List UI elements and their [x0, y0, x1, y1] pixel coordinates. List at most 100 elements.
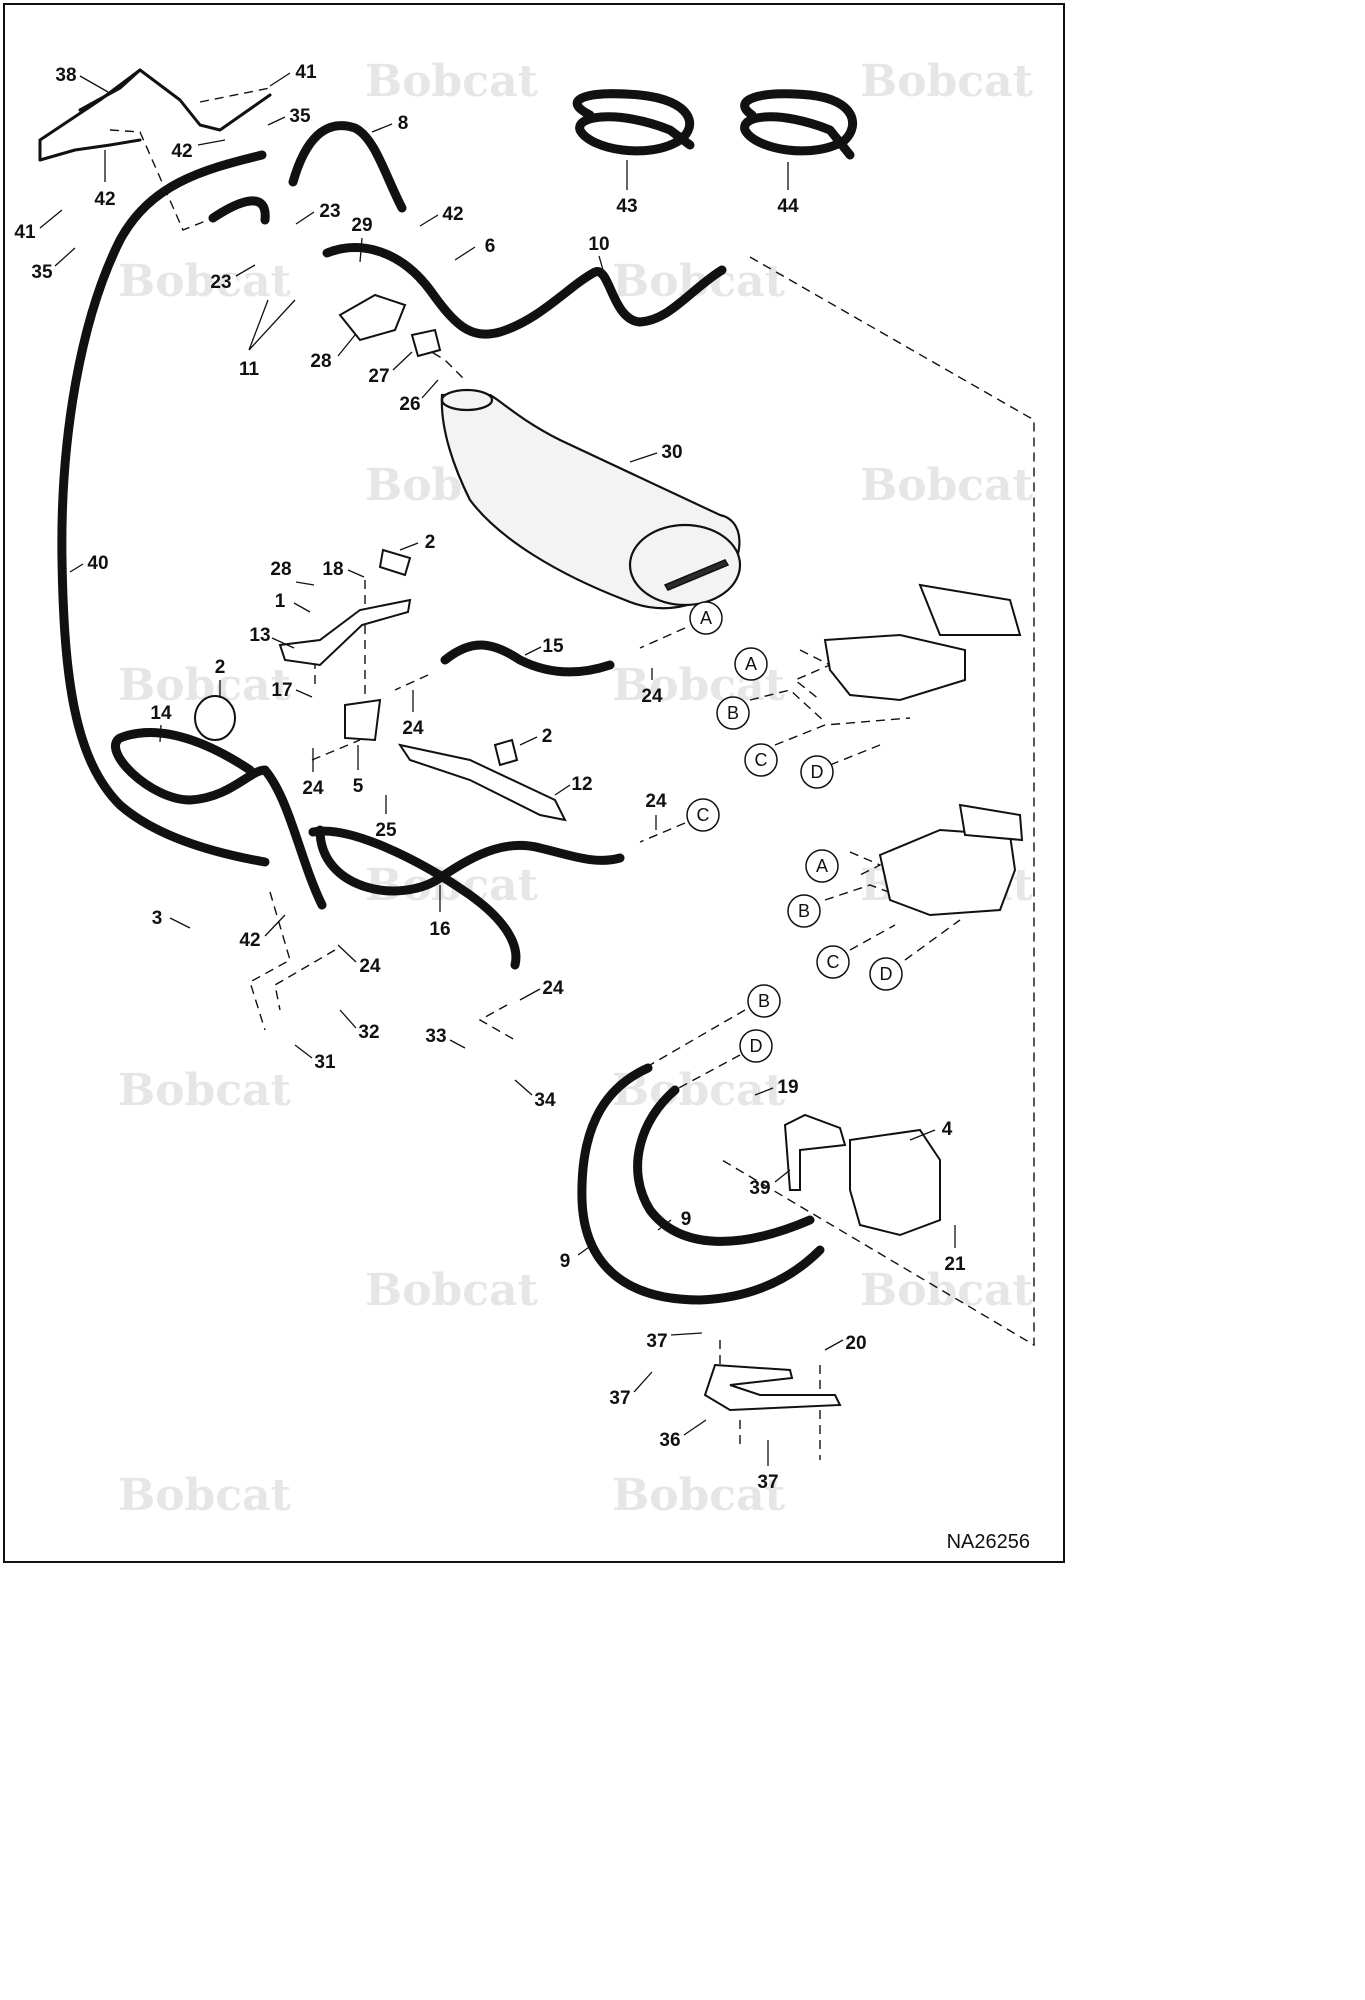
callout-33: 33	[425, 1026, 446, 1047]
callout-37: 37	[646, 1331, 667, 1352]
callout-34: 34	[534, 1090, 556, 1111]
callout-41: 41	[14, 222, 36, 243]
callout-9: 9	[681, 1209, 692, 1230]
marker-letter: C	[827, 952, 840, 972]
connection-marker-b: B	[787, 894, 821, 928]
marker-letter: A	[745, 654, 757, 674]
callout-37: 37	[757, 1472, 778, 1493]
callout-24: 24	[641, 686, 663, 707]
dashed-connector-lines	[109, 87, 1035, 1460]
connection-marker-b: B	[716, 696, 750, 730]
callout-42: 42	[239, 930, 260, 951]
callout-31: 31	[314, 1052, 336, 1073]
marker-letter: B	[798, 901, 810, 921]
callout-23: 23	[210, 272, 231, 293]
marker-letter: D	[880, 964, 893, 984]
hose-lines	[38, 68, 858, 1305]
marker-letter: D	[811, 762, 824, 782]
marker-circle	[816, 945, 850, 979]
callout-40: 40	[87, 553, 108, 574]
callout-24: 24	[645, 791, 667, 812]
callout-29: 29	[351, 215, 372, 236]
callout-12: 12	[571, 774, 592, 795]
callout-21: 21	[944, 1254, 966, 1275]
marker-circle	[734, 647, 768, 681]
marker-circle	[787, 894, 821, 928]
callout-17: 17	[271, 680, 292, 701]
marker-circle	[744, 743, 778, 777]
connection-marker-c: C	[744, 743, 778, 777]
bobcat-watermark: Bobcat	[860, 56, 1034, 107]
marker-letter: A	[700, 608, 712, 628]
callout-42: 42	[171, 141, 192, 162]
callout-39: 39	[749, 1178, 770, 1199]
callout-15: 15	[542, 636, 564, 657]
callout-13: 13	[249, 625, 270, 646]
connection-marker-d: D	[739, 1029, 773, 1063]
bobcat-watermark: Bobcat	[365, 1265, 539, 1316]
callout-8: 8	[398, 113, 409, 134]
callout-16: 16	[429, 919, 450, 940]
callout-6: 6	[485, 236, 496, 257]
callout-20: 20	[845, 1333, 866, 1354]
bobcat-watermark: Bobcat	[612, 1470, 786, 1521]
bobcat-watermark: Bobcat	[860, 1265, 1034, 1316]
bobcat-watermark: Bobcat	[118, 1065, 292, 1116]
marker-circle	[716, 696, 750, 730]
callout-35: 35	[31, 262, 53, 283]
marker-letter: D	[750, 1036, 763, 1056]
bobcat-watermark: Bobcat	[365, 56, 539, 107]
marker-circle	[805, 849, 839, 883]
bobcat-watermark: Bobcat	[118, 1470, 292, 1521]
callout-24: 24	[302, 778, 324, 799]
marker-circle	[739, 1029, 773, 1063]
callout-2: 2	[425, 532, 436, 553]
callout-9: 9	[560, 1251, 571, 1272]
callout-2: 2	[542, 726, 553, 747]
callout-2: 2	[215, 657, 226, 678]
callout-14: 14	[150, 703, 172, 724]
callout-19: 19	[777, 1077, 798, 1098]
component-shapes	[194, 293, 1024, 1412]
callout-42: 42	[442, 204, 463, 225]
marker-circle	[800, 755, 834, 789]
marker-letter: C	[755, 750, 768, 770]
callout-11: 11	[239, 359, 260, 380]
connection-letter-layer: A C A B C D A B C D B D	[686, 601, 903, 1063]
callout-42: 42	[94, 189, 115, 210]
connection-marker-c: C	[686, 798, 720, 832]
callout-28: 28	[270, 559, 291, 580]
marker-circle	[689, 601, 723, 635]
callout-23: 23	[319, 201, 340, 222]
callout-5: 5	[353, 776, 364, 797]
callout-leader-lines	[39, 72, 956, 1466]
connection-marker-a: A	[689, 601, 723, 635]
connection-marker-d: D	[869, 957, 903, 991]
callout-44: 44	[777, 196, 799, 217]
callout-24: 24	[359, 956, 381, 977]
marker-circle	[747, 984, 781, 1018]
marker-letter: B	[727, 703, 739, 723]
callout-3: 3	[152, 908, 163, 929]
callout-41: 41	[295, 62, 317, 83]
callout-38: 38	[55, 65, 76, 86]
callout-30: 30	[661, 442, 682, 463]
callout-24: 24	[402, 718, 424, 739]
marker-circle	[869, 957, 903, 991]
marker-letter: C	[697, 805, 710, 825]
callout-43: 43	[616, 196, 637, 217]
connection-marker-c: C	[816, 945, 850, 979]
callout-36: 36	[659, 1430, 680, 1451]
marker-circle	[686, 798, 720, 832]
connection-marker-a: A	[734, 647, 768, 681]
callout-35: 35	[289, 106, 311, 127]
callout-1: 1	[275, 591, 286, 612]
callout-26: 26	[399, 394, 420, 415]
bobcat-watermark: Bobcat	[860, 460, 1034, 511]
bobcat-watermark: Bobcat	[118, 256, 292, 307]
marker-letter: B	[758, 991, 770, 1011]
marker-letter: A	[816, 856, 828, 876]
callout-4: 4	[942, 1119, 953, 1140]
callout-28: 28	[310, 351, 331, 372]
